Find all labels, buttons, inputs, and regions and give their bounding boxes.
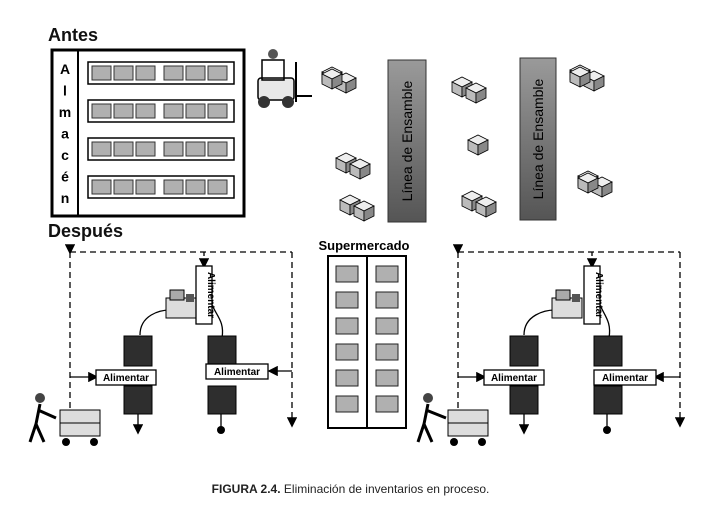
warehouse-letter: c	[61, 147, 69, 163]
boxes-stack-icon	[321, 64, 613, 222]
warehouse-letter: A	[60, 61, 70, 77]
box-icon	[475, 196, 497, 218]
shelf-cell	[185, 141, 206, 157]
supermarket-slot	[335, 317, 359, 335]
supermarket-slot	[375, 291, 399, 309]
figure-caption-text: Eliminación de inventarios en proceso.	[280, 482, 490, 496]
supermarket-slot	[375, 317, 399, 335]
right-machine-icon	[551, 289, 583, 319]
shelf-cell	[135, 141, 156, 157]
before-heading: Antes	[48, 25, 99, 45]
shelf-cell	[185, 179, 206, 195]
supermarket-slot	[375, 369, 399, 387]
after-heading: Después	[48, 221, 124, 241]
warehouse-letter: a	[61, 126, 69, 142]
box-icon	[465, 82, 487, 104]
box-icon	[467, 134, 489, 156]
right-feed-a-label: Alimentar	[491, 373, 537, 384]
right-kanban-loop	[452, 244, 686, 435]
shelf-cell	[113, 179, 134, 195]
right-process-b	[593, 335, 623, 434]
shelf-cell	[185, 65, 206, 81]
warehouse-letter: m	[59, 104, 71, 120]
shelf-cell	[113, 65, 134, 81]
shelf-cell	[207, 65, 228, 81]
supermarket-slot	[375, 343, 399, 361]
left-kanban-loop	[64, 244, 298, 435]
right-feed-vertical: Alimentar	[583, 265, 604, 325]
left-feed-vertical: Alimentar	[195, 265, 216, 325]
forklift-icon	[257, 49, 312, 108]
supermarket-slot	[335, 265, 359, 283]
right-feed-b-label: Alimentar	[602, 373, 648, 384]
left-feed-vertical-label: Alimentar	[205, 272, 216, 318]
right-feed-b: Alimentar	[593, 369, 657, 386]
shelf-cell	[163, 103, 184, 119]
supermarket-slot	[335, 395, 359, 413]
shelf-cell	[91, 103, 112, 119]
shelf-cell	[135, 65, 156, 81]
assembly-line-2: Línea de Ensamble	[519, 57, 557, 221]
figure-caption: FIGURA 2.4. Eliminación de inventarios e…	[0, 482, 701, 496]
shelf-cell	[163, 141, 184, 157]
supermarket-slot	[335, 291, 359, 309]
supermarket-label: Supermercado	[318, 238, 409, 253]
assembly-line-1: Línea de Ensamble	[387, 59, 427, 223]
left-feed-b: Alimentar	[205, 363, 269, 380]
shelf-cell	[163, 179, 184, 195]
box-icon	[321, 68, 343, 90]
left-kanban-signal-icon	[160, 345, 204, 404]
left-machine-icon	[165, 289, 197, 319]
left-worker-cart-icon	[28, 393, 101, 446]
assembly-line-1-label: Línea de Ensamble	[399, 80, 415, 201]
right-kanban-signal-icon	[546, 345, 590, 404]
supermarket-slot	[375, 395, 399, 413]
box-icon	[569, 66, 591, 88]
right-feed-vertical-label: Alimentar	[593, 272, 604, 318]
supermarket-slot	[335, 343, 359, 361]
right-process-a	[509, 335, 539, 415]
box-icon	[353, 200, 375, 222]
shelf-cell	[91, 141, 112, 157]
box-icon	[349, 158, 371, 180]
warehouse-letter: l	[63, 83, 67, 99]
shelf-cell	[207, 103, 228, 119]
box-icon	[451, 76, 473, 98]
figure-number: FIGURA 2.4.	[211, 482, 281, 496]
warehouse-letter: é	[61, 169, 69, 185]
left-feed-a: Alimentar	[95, 369, 157, 386]
left-process-a	[123, 335, 153, 415]
left-feed-b-label: Alimentar	[214, 367, 260, 378]
box-icon	[577, 172, 599, 194]
shelf-cell	[113, 141, 134, 157]
assembly-line-2-label: Línea de Ensamble	[530, 78, 546, 199]
right-feed-a: Alimentar	[483, 369, 545, 386]
shelf-cell	[185, 103, 206, 119]
shelf-cell	[135, 179, 156, 195]
shelf-cell	[163, 65, 184, 81]
shelf-cell	[207, 179, 228, 195]
right-worker-cart-icon	[416, 393, 489, 446]
supermarket-slot	[375, 265, 399, 283]
shelf-cell	[91, 65, 112, 81]
shelf-cell	[91, 179, 112, 195]
supermarket: Supermercado	[318, 238, 410, 429]
shelf-cell	[207, 141, 228, 157]
left-feed-a-label: Alimentar	[103, 373, 149, 384]
shelf-cell	[135, 103, 156, 119]
left-process-b	[207, 335, 237, 434]
shelf-cell	[113, 103, 134, 119]
warehouse-letter: n	[61, 190, 70, 206]
supermarket-slot	[335, 369, 359, 387]
